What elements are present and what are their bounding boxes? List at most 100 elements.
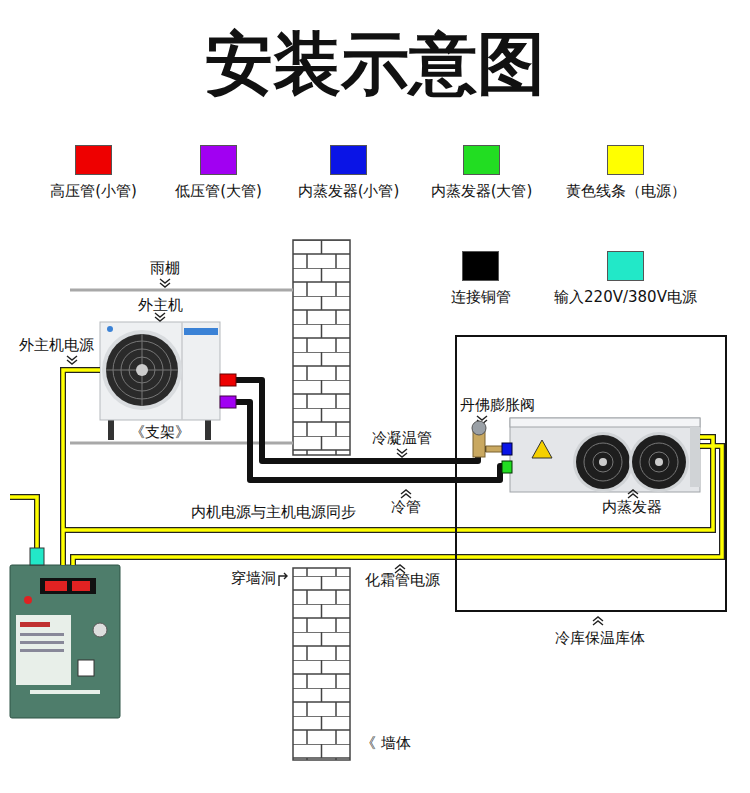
legend-swatch [607, 145, 644, 175]
power-wire [73, 446, 722, 565]
power-wire [63, 370, 100, 565]
diagram-title: 安装示意图 [0, 22, 750, 106]
power-wire [63, 437, 713, 530]
power-wires [10, 370, 722, 565]
control-box [10, 565, 120, 718]
nameplate-mark [20, 633, 64, 636]
legend-text: 内蒸发器(大管) [431, 182, 533, 200]
canopy-line [70, 289, 293, 292]
copper-pipe [220, 380, 510, 461]
chevron-down [155, 313, 165, 321]
nameplate-mark [20, 649, 64, 652]
fan-grille [576, 435, 630, 489]
power-input-terminal [30, 548, 44, 565]
bracket-leg [108, 418, 114, 440]
legend-swatch [330, 145, 367, 175]
legend-text: 黄色线条（电源） [566, 182, 686, 200]
fan-grille [632, 435, 686, 489]
fan-ring [649, 452, 669, 472]
pipe-label: 冷管 [391, 498, 421, 516]
fan-guard [573, 432, 633, 492]
chevron-up [593, 617, 603, 625]
pipe-label: 冷凝温管 [372, 429, 432, 447]
display-digits [45, 581, 67, 591]
canopy-label: 雨棚 [150, 259, 180, 277]
expansion-valve [473, 430, 485, 457]
indicator-lamp [24, 596, 32, 604]
unit-logo [107, 326, 113, 332]
legend-text: 高压管(小管) [50, 182, 137, 200]
fan-hub [599, 458, 607, 466]
legend-entry: 黄色线条（电源） [607, 145, 644, 175]
valve-outlet [486, 446, 504, 452]
pipe-fittings [220, 374, 512, 473]
node-heading: 外主机 [80, 296, 240, 314]
fan-guard [629, 432, 689, 492]
chevron-down [67, 356, 77, 364]
unit-badge [184, 328, 218, 335]
fan-ring [593, 452, 613, 472]
fan-guard [102, 330, 182, 410]
legend-entry: 输入220V/380V电源 [607, 251, 644, 281]
legend-entry: 低压管(大管) [200, 145, 237, 175]
warning-sign [532, 440, 552, 458]
fan-spokes [106, 334, 178, 406]
footer-strip [30, 690, 100, 694]
wire-outline [73, 446, 722, 565]
legend-entry: 连接铜管 [462, 251, 499, 281]
bracket-leg [205, 418, 211, 440]
wall-hole-label: 穿墙洞 [231, 569, 276, 587]
evaporator-drawing [510, 418, 700, 492]
nameplate-mark [20, 641, 64, 644]
legend-entry: 高压管(小管) [75, 145, 112, 175]
control-knob [93, 623, 107, 637]
low-pressure-port [220, 396, 236, 408]
display-digits [72, 581, 90, 591]
fan-hub [655, 458, 663, 466]
node-heading: 冷库保温库体 [520, 629, 680, 647]
defrost-power-label: 化霜管电源 [365, 571, 440, 589]
evaporator-body [510, 418, 700, 492]
brick-wall [293, 568, 350, 760]
valve-head [472, 421, 486, 435]
legend-text: 内蒸发器(小管) [298, 182, 400, 200]
evaporator-endplate [690, 427, 700, 487]
high-pressure-port [220, 374, 236, 386]
unit-body [100, 322, 220, 420]
legend-swatch [463, 145, 500, 175]
ground-line [70, 442, 293, 445]
control-box-drawing [10, 565, 120, 718]
chevron-down [477, 416, 487, 424]
bracket-label: 《支架》 [130, 423, 190, 441]
legend-entry: 内蒸发器(小管) [330, 145, 367, 175]
legend-entry: 内蒸发器(大管) [463, 145, 500, 175]
chevron-down [160, 279, 170, 287]
nameplate-mark [20, 622, 50, 627]
evaporator-large-port [502, 461, 512, 473]
wall-label: 《 墙体 [361, 734, 411, 752]
legend-swatch [200, 145, 237, 175]
legend-text: 输入220V/380V电源 [554, 288, 697, 306]
legend-swatch [462, 251, 499, 281]
wire-outline [63, 437, 713, 530]
power-wire [10, 497, 37, 548]
chevron-down [397, 449, 407, 457]
brick-wall [293, 240, 350, 455]
pipe-group [220, 380, 510, 480]
nameplate [16, 615, 71, 685]
fan-hub [136, 364, 148, 376]
chevron-up [401, 490, 411, 498]
evaporator-unit: 内蒸发器 [510, 418, 700, 492]
qr-code [78, 660, 94, 676]
outdoor-unit: 外主机 [100, 322, 220, 420]
power-sync-label: 内机电源与主机电源同步 [191, 503, 356, 521]
legend-text: 连接铜管 [451, 288, 511, 306]
controller-display [40, 578, 96, 594]
legend-swatch [607, 251, 644, 281]
evaporator-top [510, 418, 700, 427]
power-label: 外主机电源 [19, 336, 94, 354]
wire-outline [63, 370, 100, 565]
outdoor-unit-drawing [100, 322, 220, 440]
